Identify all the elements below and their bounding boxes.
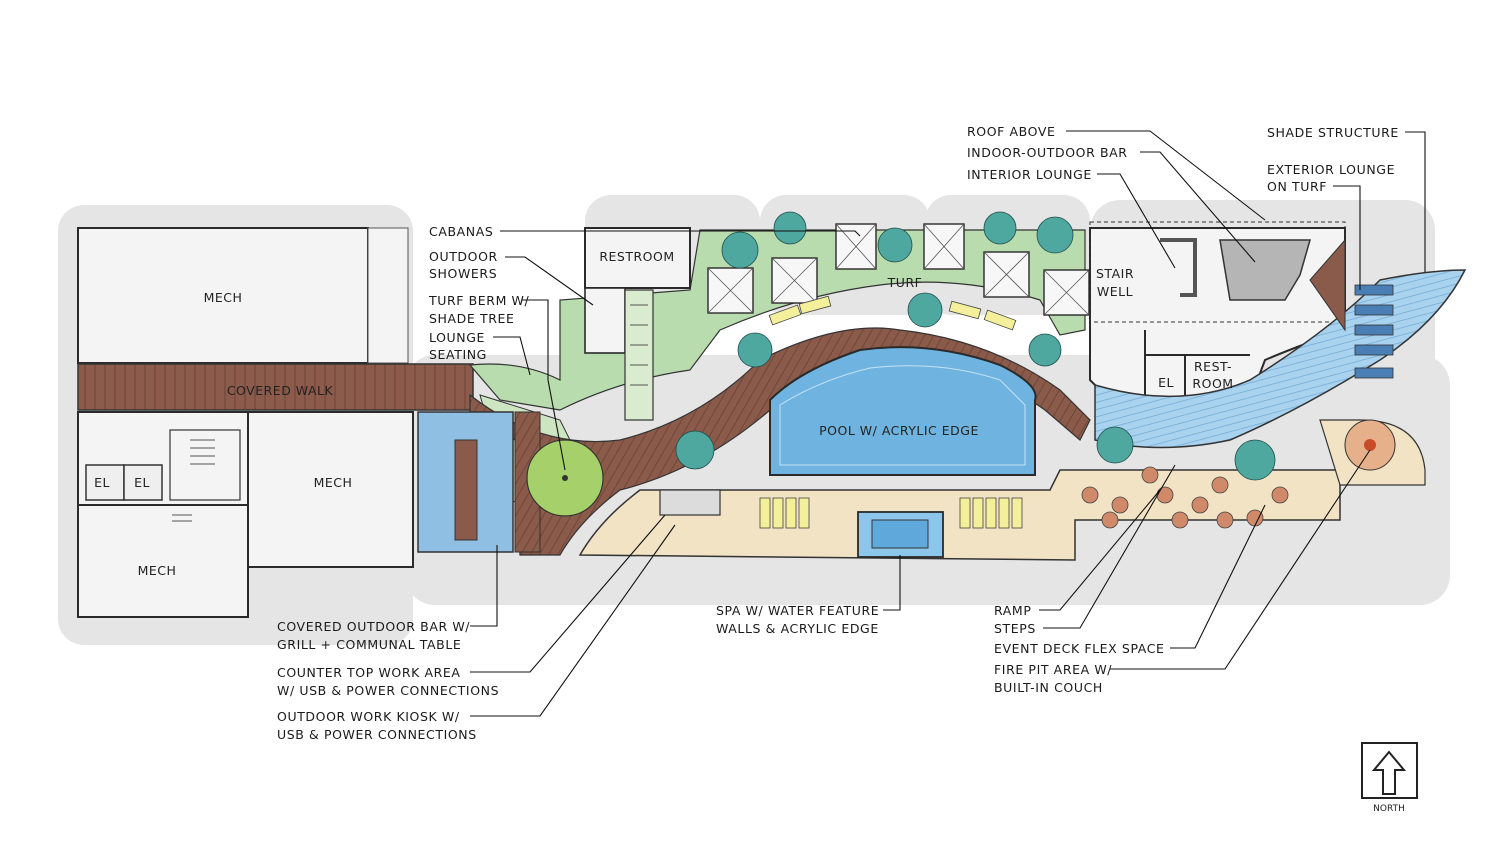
callout-roof-above: ROOF ABOVE bbox=[967, 124, 1056, 139]
callout-fire-pit-1: FIRE PIT AREA W/ bbox=[994, 662, 1112, 677]
callout-cabanas: CABANAS bbox=[429, 224, 493, 239]
room-mech-top: MECH bbox=[204, 290, 243, 305]
room-el-1: EL bbox=[94, 475, 110, 490]
shade-tree bbox=[526, 439, 604, 517]
callout-spa-1: SPA W/ WATER FEATURE bbox=[716, 603, 879, 618]
palm-trees bbox=[675, 211, 1276, 481]
callout-interior-lounge: INTERIOR LOUNGE bbox=[967, 167, 1092, 182]
callout-ramp: RAMP bbox=[994, 603, 1031, 618]
covered-outdoor-bar bbox=[417, 411, 541, 553]
cabanas bbox=[707, 223, 1090, 316]
callout-berm-2: SHADE TREE bbox=[429, 311, 515, 326]
callout-covered-bar-2: GRILL + COMMUNAL TABLE bbox=[277, 637, 461, 652]
room-pool: POOL W/ ACRYLIC EDGE bbox=[819, 423, 979, 438]
callout-indoor-outdoor-bar: INDOOR-OUTDOOR BAR bbox=[967, 145, 1128, 160]
room-turf: TURF bbox=[887, 275, 923, 290]
room-el-2: EL bbox=[134, 475, 150, 490]
left-building bbox=[77, 227, 414, 618]
callout-exterior-lounge-2: ON TURF bbox=[1267, 179, 1327, 194]
exterior-loungers bbox=[1354, 284, 1394, 379]
callout-counter-1: COUNTER TOP WORK AREA bbox=[277, 665, 461, 680]
north-arrow-icon: NORTH bbox=[1361, 742, 1418, 814]
room-el-3: EL bbox=[1158, 375, 1174, 390]
callout-exterior-lounge-1: EXTERIOR LOUNGE bbox=[1267, 162, 1395, 177]
room-mech-bottom: MECH bbox=[138, 563, 177, 578]
counter-top bbox=[659, 489, 721, 516]
room-restroom2-2: ROOM bbox=[1192, 376, 1233, 391]
callout-showers-1: OUTDOOR bbox=[429, 249, 498, 264]
callout-counter-2: W/ USB & POWER CONNECTIONS bbox=[277, 683, 499, 698]
room-restroom2-1: REST- bbox=[1194, 359, 1232, 374]
callout-showers-2: SHOWERS bbox=[429, 266, 497, 281]
callout-shade-structure: SHADE STRUCTURE bbox=[1267, 125, 1399, 140]
callout-covered-bar-1: COVERED OUTDOOR BAR W/ bbox=[277, 619, 470, 634]
room-stairwell-1: STAIR bbox=[1096, 266, 1134, 281]
room-labels: MECH COVERED WALK EL EL MECH MECH RESTRO… bbox=[94, 249, 1233, 578]
callout-spa-2: WALLS & ACRYLIC EDGE bbox=[716, 621, 879, 636]
callout-steps: STEPS bbox=[994, 621, 1036, 636]
callouts: CABANAS OUTDOOR SHOWERS TURF BERM W/ SHA… bbox=[277, 124, 1399, 742]
north-label: NORTH bbox=[1373, 804, 1405, 814]
callout-berm-1: TURF BERM W/ bbox=[428, 293, 530, 308]
pool bbox=[769, 346, 1037, 476]
callout-kiosk-1: OUTDOOR WORK KIOSK W/ bbox=[277, 709, 460, 724]
leader-lines bbox=[470, 130, 1426, 717]
callout-lounge-2: SEATING bbox=[429, 347, 487, 362]
callout-lounge-1: LOUNGE bbox=[429, 330, 485, 345]
room-stairwell-2: WELL bbox=[1097, 284, 1133, 299]
east-building bbox=[1089, 221, 1346, 401]
room-mech-mid: MECH bbox=[314, 475, 353, 490]
room-restroom: RESTROOM bbox=[599, 249, 674, 264]
fire-pit bbox=[1319, 419, 1426, 486]
room-covered-walk: COVERED WALK bbox=[227, 383, 334, 398]
callout-event-deck: EVENT DECK FLEX SPACE bbox=[994, 641, 1165, 656]
covered-walk bbox=[77, 363, 474, 411]
callout-kiosk-2: USB & POWER CONNECTIONS bbox=[277, 727, 477, 742]
lounge-chairs bbox=[759, 295, 1023, 529]
restroom-block bbox=[584, 227, 691, 421]
callout-fire-pit-2: BUILT-IN COUCH bbox=[994, 680, 1103, 695]
bistro-tables bbox=[1081, 466, 1289, 529]
